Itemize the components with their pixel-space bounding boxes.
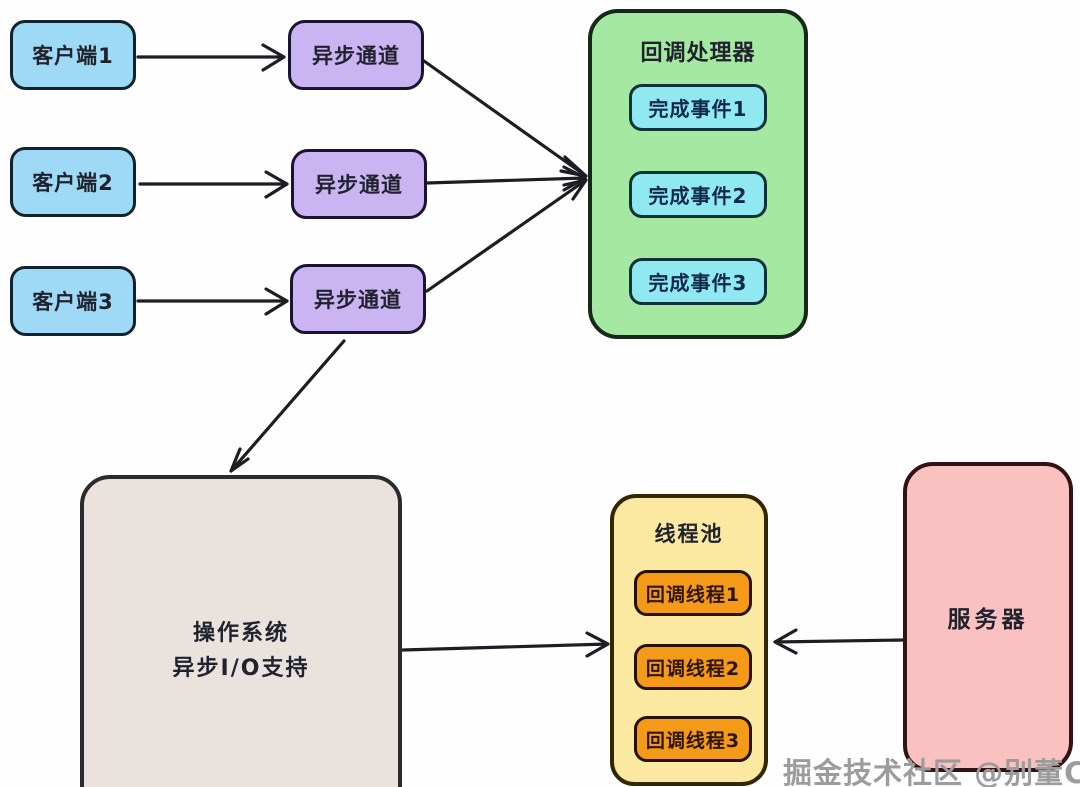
thread-pool-title: 线程池: [654, 522, 724, 546]
async-channel3-box: 异步通道: [290, 264, 426, 334]
arrow-channel1-handler: [422, 59, 588, 178]
callback-thread2-label: 回调线程2: [645, 657, 741, 680]
arrow-channel3-os: [229, 339, 346, 473]
server-box: 服务器: [903, 462, 1073, 772]
completion-event1-box: 完成事件1: [629, 84, 767, 131]
os-label-line1: 操作系统: [192, 620, 289, 646]
async-channel1-label: 异步通道: [312, 44, 400, 68]
os-async-io-box: 操作系统 异步I/O支持: [80, 475, 402, 787]
completion-event3-label: 完成事件3: [648, 271, 748, 295]
async-channel1-box: 异步通道: [288, 20, 424, 90]
client2-box: 客户端2: [10, 147, 136, 217]
client3-box: 客户端3: [10, 266, 136, 336]
completion-event2-label: 完成事件2: [648, 184, 748, 208]
arrow-client1-channel1: [136, 43, 286, 72]
client1-box: 客户端1: [10, 20, 136, 90]
client2-label: 客户端2: [32, 171, 114, 195]
os-label-line2: 异步I/O支持: [172, 656, 310, 681]
callback-thread3-box: 回调线程3: [634, 716, 752, 762]
callback-thread1-box: 回调线程1: [634, 570, 752, 616]
completion-event2-box: 完成事件2: [629, 171, 767, 218]
arrow-os-pool: [401, 631, 610, 658]
async-channel2-box: 异步通道: [291, 149, 427, 219]
callback-thread2-box: 回调线程2: [634, 644, 752, 690]
arrow-channel2-handler: [425, 165, 587, 192]
server-label: 服务器: [947, 607, 1029, 633]
async-channel3-label: 异步通道: [314, 288, 402, 312]
async-channel2-label: 异步通道: [315, 173, 403, 197]
callback-handler-box: 回调处理器 完成事件1 完成事件2 完成事件3: [588, 9, 808, 339]
arrow-client2-channel2: [138, 170, 289, 199]
arrow-server-pool: [773, 628, 905, 655]
completion-event1-label: 完成事件1: [648, 97, 748, 121]
thread-pool-box: 线程池 回调线程1 回调线程2 回调线程3: [610, 494, 768, 786]
completion-event3-box: 完成事件3: [629, 258, 767, 305]
callback-thread3-label: 回调线程3: [645, 729, 741, 752]
watermark-text: 掘金技术社区 @别董CC: [783, 756, 1080, 787]
callback-handler-title: 回调处理器: [640, 41, 756, 66]
callback-thread1-label: 回调线程1: [645, 583, 741, 606]
arrow-client3-channel3: [136, 287, 289, 316]
client1-label: 客户端1: [32, 44, 114, 68]
arrow-channel3-handler: [425, 178, 588, 293]
client3-label: 客户端3: [32, 290, 114, 314]
